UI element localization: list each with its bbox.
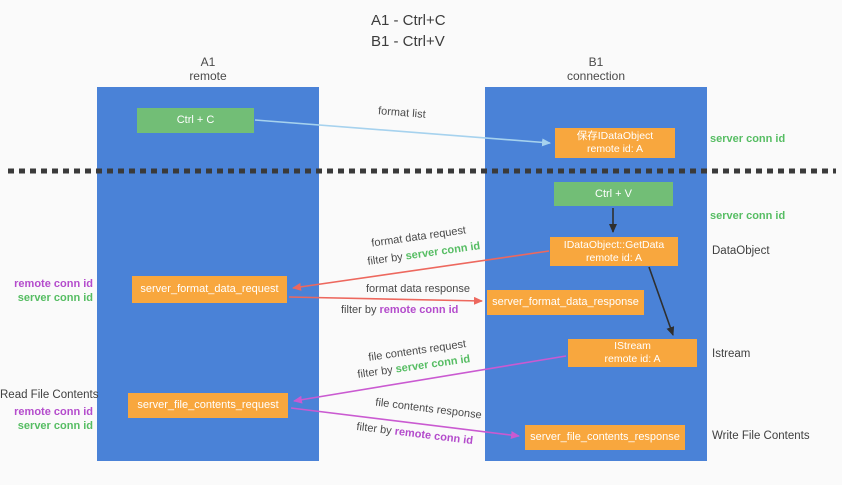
node-getdata: IDataObject::GetData remote id: A <box>550 237 678 266</box>
diagram-title: A1 - Ctrl+C B1 - Ctrl+V <box>371 10 446 52</box>
filter-by-text: filter by <box>366 251 404 268</box>
node-ctrl-v: Ctrl + V <box>554 182 673 206</box>
lane-b-subtitle: connection <box>566 69 626 83</box>
label-server-conn-id-right-top: server conn id <box>710 133 786 145</box>
node-server-format-data-request: server_format_data_request <box>132 276 287 303</box>
node-server-file-contents-request: server_file_contents_request <box>128 393 288 418</box>
node-ctrl-c: Ctrl + C <box>137 108 254 133</box>
title-line-1: A1 - Ctrl+C <box>371 12 446 29</box>
server-conn-id-text: server conn id <box>404 240 482 263</box>
node-server-file-contents-request-label: server_file_contents_request <box>137 399 279 411</box>
remote-conn-id-text: remote conn id <box>379 304 459 316</box>
node-istream: IStream remote id: A <box>568 339 697 367</box>
node-getdata-line1: IDataObject::GetData <box>563 238 665 251</box>
label-file-contents-response: file contents response <box>374 396 483 422</box>
node-ctrl-c-label: Ctrl + C <box>176 114 215 126</box>
filter-by-text: filter by <box>341 304 377 316</box>
node-save-dataobject: 保存IDataObject remote id: A <box>555 128 675 158</box>
node-ctrl-v-label: Ctrl + V <box>595 187 632 200</box>
node-server-format-data-request-label: server_format_data_request <box>140 283 279 295</box>
label-read-file-contents: Read File Contents <box>0 389 99 401</box>
remote-conn-id-text: remote conn id <box>393 425 474 448</box>
node-server-file-contents-response-label: server_file_contents_response <box>530 431 680 443</box>
lane-b-name: B1 <box>588 55 604 69</box>
lane-a-name: A1 <box>200 55 216 69</box>
label-filter-by-remote-conn-id-1: filter by remote conn id <box>341 304 458 316</box>
node-save-dataobject-line2: remote id: A <box>586 143 644 155</box>
label-write-file-contents: Write File Contents <box>712 430 810 442</box>
label-server-conn-id-left-1: server conn id <box>17 292 93 304</box>
node-server-format-data-response-label: server_format_data_response <box>492 296 639 308</box>
label-format-data-response: format data response <box>366 283 470 295</box>
label-istream: Istream <box>712 348 751 360</box>
label-remote-conn-id-left-1: remote conn id <box>14 278 93 290</box>
filter-by-text: filter by <box>356 364 394 381</box>
lane-a-header: A1 remote <box>97 55 319 83</box>
label-filter-by-remote-conn-id-2: filter by remote conn id <box>356 421 474 447</box>
node-server-format-data-response: server_format_data_response <box>487 290 644 315</box>
label-server-conn-id-right-mid: server conn id <box>710 210 786 222</box>
node-istream-line1: IStream <box>614 340 651 352</box>
lane-a-subtitle: remote <box>189 69 227 83</box>
label-server-conn-id-left-2: server conn id <box>17 420 93 432</box>
label-dataobject: DataObject <box>712 245 770 257</box>
label-format-list: format list <box>377 105 427 121</box>
node-server-file-contents-response: server_file_contents_response <box>525 425 685 450</box>
node-save-dataobject-line1: 保存IDataObject <box>576 130 654 142</box>
node-istream-line2: remote id: A <box>604 353 661 365</box>
filter-by-text: filter by <box>355 420 393 438</box>
label-remote-conn-id-left-2: remote conn id <box>14 406 93 418</box>
title-line-2: B1 - Ctrl+V <box>371 33 445 50</box>
lane-b-header: B1 connection <box>485 55 707 83</box>
node-getdata-line2: remote id: A <box>585 251 643 264</box>
